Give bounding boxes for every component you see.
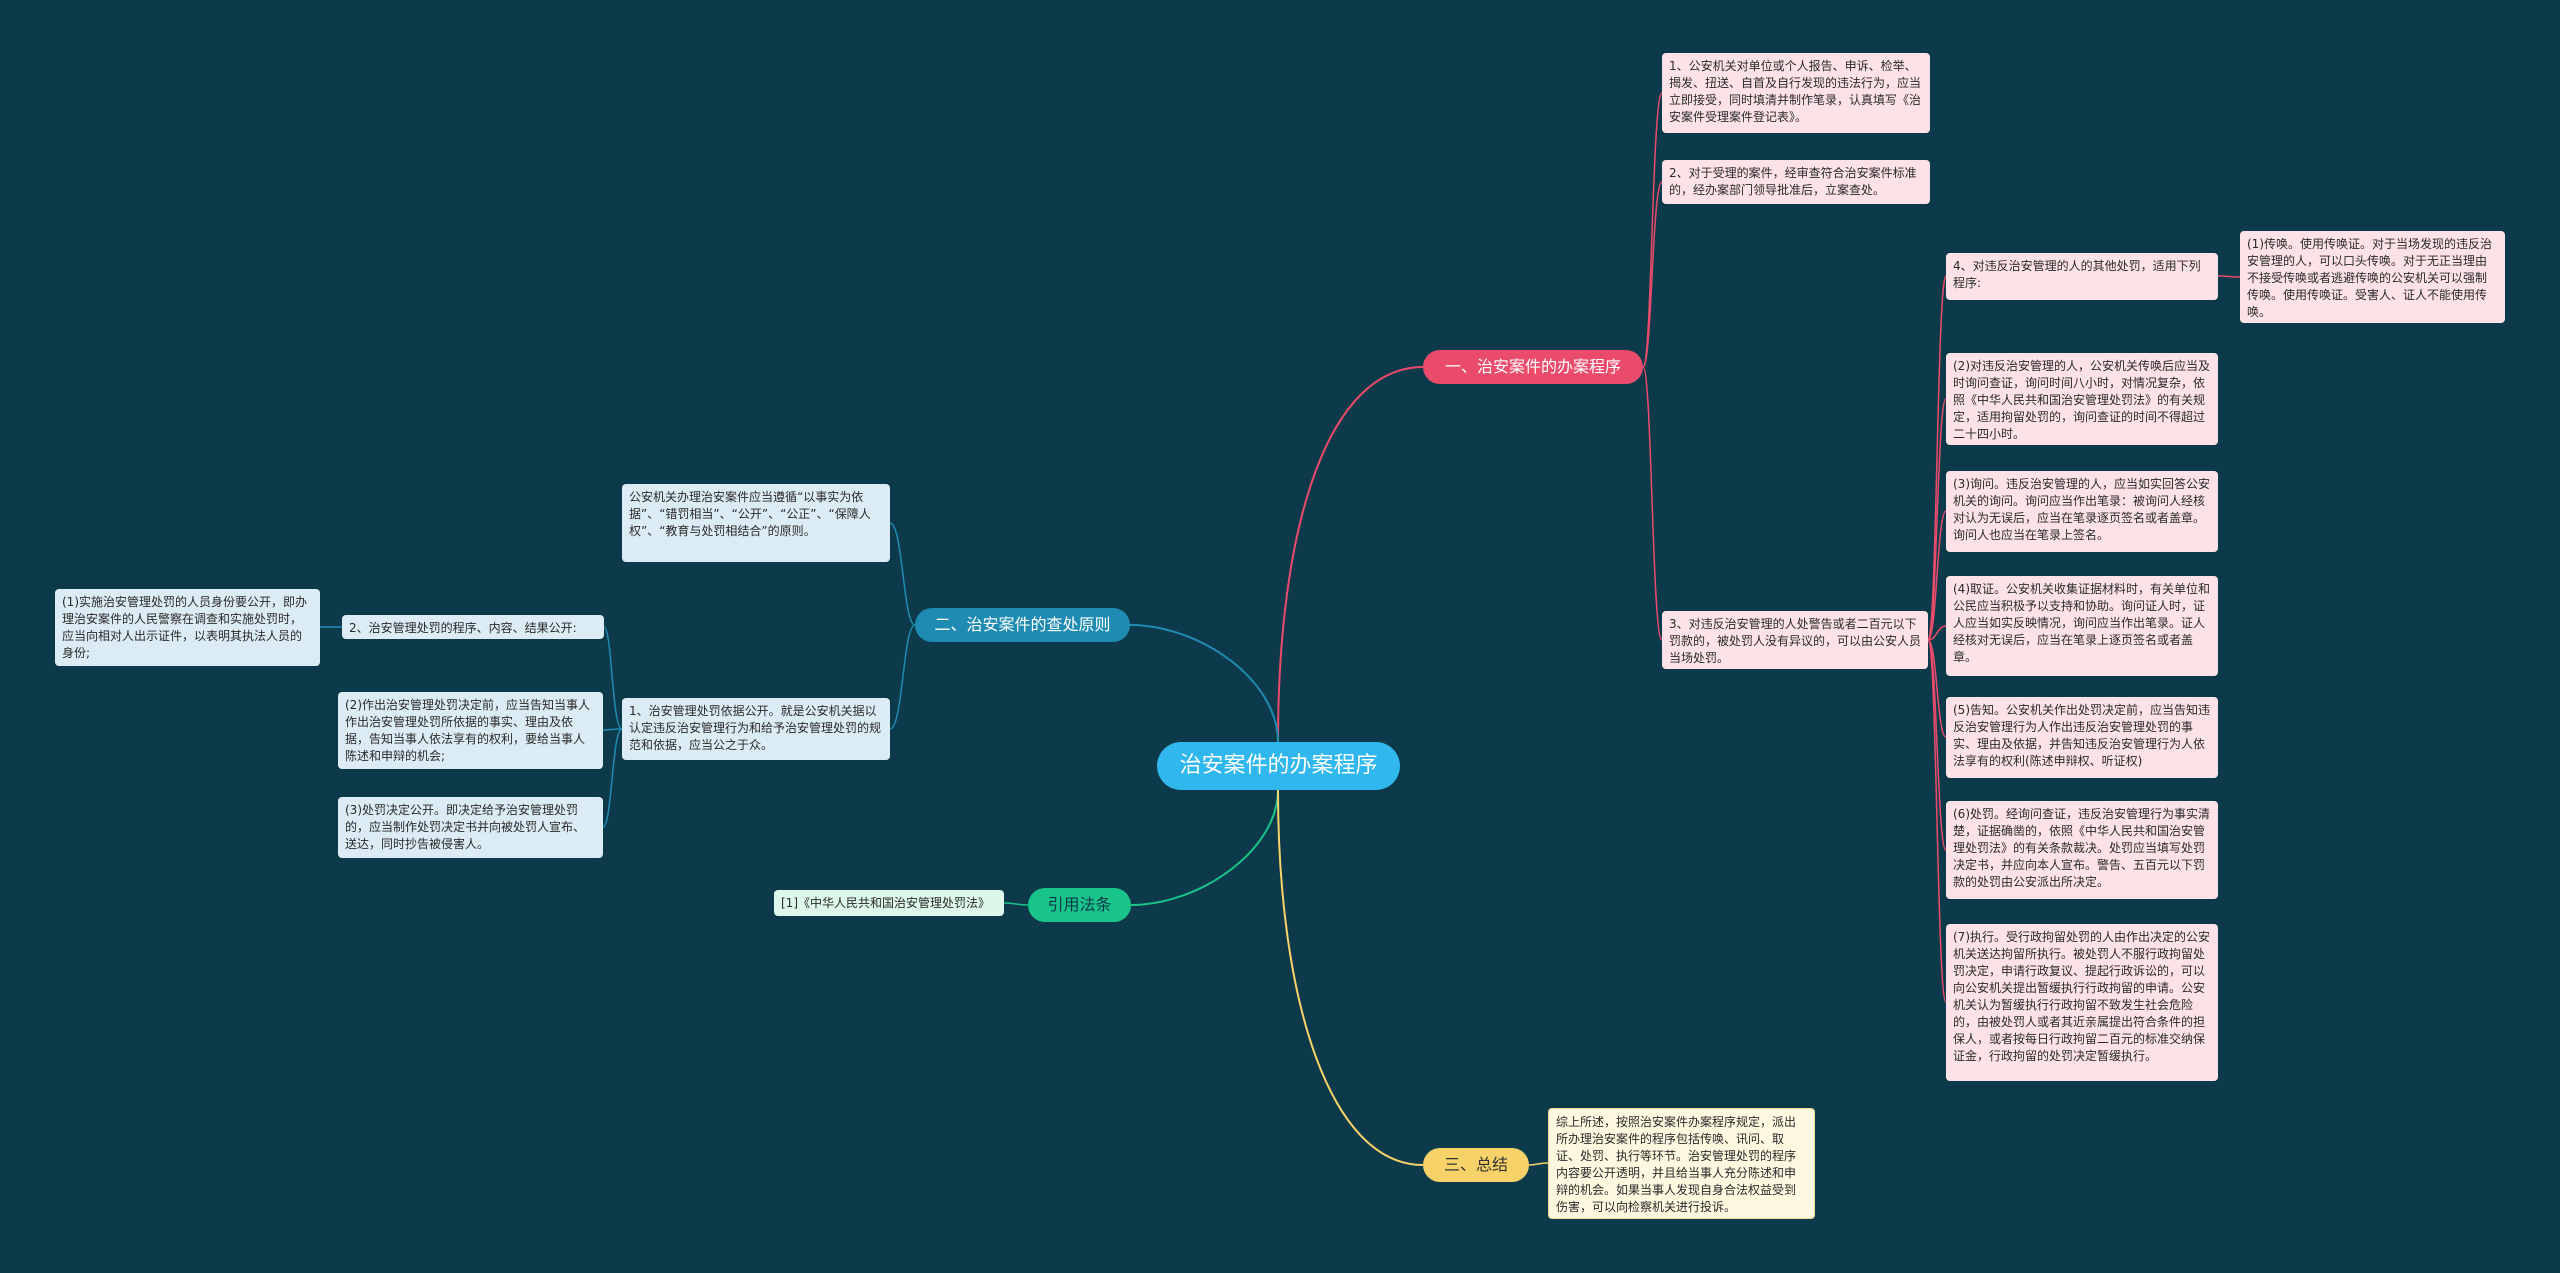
link-b1-c12 bbox=[1642, 181, 1663, 368]
principle-identity-public[interactable]: (1)实施治安管理处罚的人员身份要公开，即办理治安案件的人民警察在调查和实施处罚… bbox=[55, 589, 320, 666]
procedure-step-4[interactable]: 4、对违反治安管理的人的其他处罚，适用下列程序: bbox=[1946, 253, 2218, 300]
principle-overview[interactable]: 公安机关办理治安案件应当遵循“以事实为依据”、“错罚相当”、“公开”、“公正”、… bbox=[622, 484, 890, 562]
link-b1-c13 bbox=[1642, 366, 1663, 641]
root-topic[interactable]: 治安案件的办案程序 bbox=[1157, 742, 1400, 790]
link-c14-c141 bbox=[2217, 275, 2241, 278]
link-b2-c22 bbox=[889, 624, 916, 730]
principle-basis-public[interactable]: 1、治安管理处罚依据公开。就是公安机关据以认定违反治安管理行为和给予治安管理处罚… bbox=[622, 698, 890, 760]
link-root-b1 bbox=[1277, 366, 1424, 743]
link-c13-c135 bbox=[1927, 639, 1947, 851]
procedure-notification[interactable]: (5)告知。公安机关作出处罚决定前，应当告知违反治安管理行为人作出违反治安管理处… bbox=[1946, 697, 2218, 778]
procedure-inquiry-time[interactable]: (2)对违反治安管理的人，公安机关传唤后应当及时询问查证，询问时间八小时，对情况… bbox=[1946, 353, 2218, 445]
link-b3-c31 bbox=[1003, 902, 1029, 906]
cited-law-item[interactable]: [1]《中华人民共和国治安管理处罚法》 bbox=[774, 890, 1004, 916]
principle-decision-public[interactable]: (3)处罚决定公开。即决定给予治安管理处罚的，应当制作处罚决定书并向被处罚人宣布… bbox=[338, 797, 603, 858]
link-c13-c132 bbox=[1927, 510, 1947, 641]
branch-procedure[interactable]: 一、治安案件的办案程序 bbox=[1423, 350, 1643, 384]
link-c13-c131 bbox=[1927, 398, 1947, 641]
branch-principles[interactable]: 二、治安案件的查处原则 bbox=[915, 608, 1130, 642]
link-b4-c41 bbox=[1528, 1162, 1549, 1166]
link-b2-c21 bbox=[889, 522, 916, 626]
branch-cited-law[interactable]: 引用法条 bbox=[1028, 888, 1131, 922]
summary-text[interactable]: 综上所述，按照治安案件办案程序规定，派出所办理治安案件的程序包括传唤、讯问、取证… bbox=[1548, 1108, 1815, 1219]
branch-summary[interactable]: 三、总结 bbox=[1423, 1148, 1529, 1182]
procedure-summons[interactable]: (1)传唤。使用传唤证。对于当场发现的违反治安管理的人，可以口头传唤。对于无正当… bbox=[2240, 231, 2505, 323]
link-root-b4 bbox=[1277, 789, 1424, 1166]
procedure-step-2[interactable]: 2、对于受理的案件，经审查符合治安案件标准的，经办案部门领导批准后，立案查处。 bbox=[1662, 160, 1930, 204]
principle-process-public[interactable]: 2、治安管理处罚的程序、内容、结果公开: bbox=[342, 615, 604, 639]
procedure-step-1[interactable]: 1、公安机关对单位或个人报告、申诉、检举、揭发、扭送、自首及自行发现的违法行为，… bbox=[1662, 53, 1930, 133]
procedure-execution[interactable]: (7)执行。受行政拘留处罚的人由作出决定的公安机关送达拘留所执行。被处罚人不服行… bbox=[1946, 924, 2218, 1081]
principle-pre-decision-notice[interactable]: (2)作出治安管理处罚决定前，应当告知当事人作出治安管理处罚所依据的事实、理由及… bbox=[338, 692, 603, 769]
link-c22-c221 bbox=[603, 626, 623, 730]
link-c22-c223 bbox=[602, 728, 623, 731]
procedure-evidence[interactable]: (4)取证。公安机关收集证据材料时，有关单位和公民应当积极予以支持和协助。询问证… bbox=[1946, 576, 2218, 676]
link-b1-c11 bbox=[1642, 92, 1663, 368]
procedure-penalty[interactable]: (6)处罚。经询问查证，违反治安管理行为事实清楚，证据确凿的，依照《中华人民共和… bbox=[1946, 801, 2218, 899]
link-c13-c133 bbox=[1927, 625, 1947, 641]
procedure-questioning[interactable]: (3)询问。违反治安管理的人，应当如实回答公安机关的询问。询问应当作出笔录：被询… bbox=[1946, 471, 2218, 552]
link-root-b3 bbox=[1130, 789, 1279, 906]
link-c13-c134 bbox=[1927, 639, 1947, 738]
procedure-step-3[interactable]: 3、对违反治安管理的人处警告或者二百元以下罚款的，被处罚人没有异议的，可以由公安… bbox=[1662, 611, 1928, 669]
link-c22-c224 bbox=[602, 728, 623, 828]
link-root-b2 bbox=[1129, 624, 1279, 743]
link-c13-c136 bbox=[1927, 639, 1947, 1003]
